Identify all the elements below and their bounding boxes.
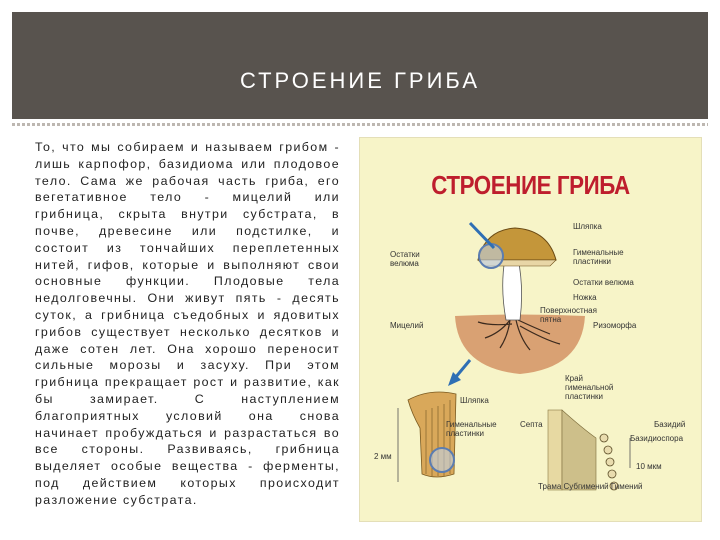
label-surface-spots: Поверхностная пятна	[540, 306, 590, 324]
arrow-2	[455, 360, 470, 378]
arrow-1	[470, 223, 494, 248]
label-hymenial-plates: Гименальные пластинки	[573, 248, 633, 266]
label-stem: Ножка	[573, 293, 597, 302]
label-rhizomorph: Ризоморфа	[593, 321, 636, 330]
label-basidium: Базидий	[654, 420, 685, 429]
label-cap-2: Шляпка	[460, 396, 489, 405]
header-divider	[12, 123, 708, 126]
label-10mkm: 10 мкм	[636, 462, 662, 471]
label-plate-edge: Край гименальной пластинки	[565, 374, 625, 401]
label-velum-left: Остатки велюма	[390, 250, 430, 268]
label-trama-layers: Трама Субгимений Гимений	[538, 482, 643, 491]
label-velum-right: Остатки велюма	[573, 278, 634, 287]
hymenium-layer	[562, 410, 596, 490]
trama-layer	[548, 410, 562, 490]
label-basidiospore: Базидиоспора	[630, 434, 683, 443]
magnifier-2	[430, 448, 454, 472]
slide-header: СТРОЕНИЕ ГРИБА	[12, 12, 708, 119]
stem-shape	[503, 258, 522, 320]
slide-title: СТРОЕНИЕ ГРИБА	[12, 68, 708, 94]
figure-title: СТРОЕНИЕ ГРИБА	[384, 170, 677, 201]
label-cap: Шляпка	[573, 222, 602, 231]
magnifier-1	[479, 244, 503, 268]
label-septum: Септа	[520, 420, 543, 429]
label-hymenial-plates-2: Гименальные пластинки	[446, 420, 506, 438]
label-2mm: 2 мм	[374, 452, 392, 461]
slide-body-text: То, что мы собираем и называем грибом - …	[35, 139, 340, 540]
mushroom-structure-figure: СТРОЕНИЕ ГРИБА Шляпка Гименальные пласти…	[359, 137, 702, 522]
label-mycelium: Мицелий	[390, 321, 423, 330]
